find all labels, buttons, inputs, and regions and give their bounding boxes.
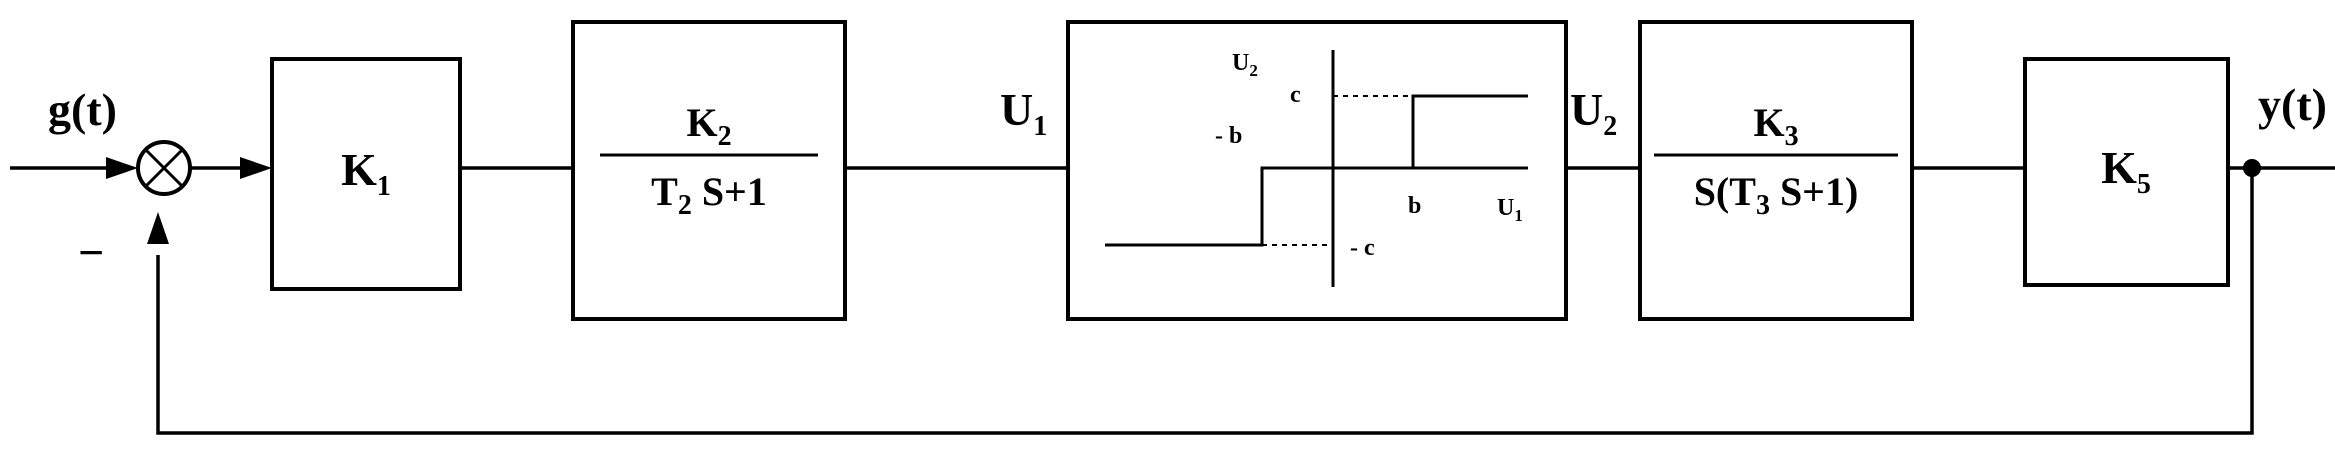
k2-denominator: T2 S+1 (651, 169, 767, 221)
k2-numerator: K2 (686, 100, 731, 152)
takeoff-point (2243, 159, 2261, 177)
nonlinearity-block: U2 c - b b - c U1 (1066, 20, 1568, 321)
neg-b-label: - b (1215, 123, 1242, 149)
k1-gain-label: K1 (341, 144, 391, 202)
summing-junction (136, 140, 192, 196)
u1-label: U1 (1000, 84, 1047, 142)
sum-to-k1-arrowhead (240, 157, 272, 179)
feedback-arrowhead (147, 212, 169, 244)
signal-lines (10, 157, 2335, 435)
input-label: g(t) (48, 84, 117, 135)
feedback-line (156, 168, 2254, 435)
k3-denominator: S(T3 S+1) (1694, 169, 1859, 221)
k3-numerator: K3 (1753, 100, 1798, 152)
input-arrowhead (106, 157, 138, 179)
c-label: c (1290, 82, 1301, 108)
output-label: y(t) (2258, 79, 2327, 130)
k3-block: K3 S(T3 S+1) (1638, 20, 1914, 321)
nonlinear-y-axis-label: U2 (1232, 50, 1258, 80)
u2-label: U2 (1570, 84, 1617, 142)
k5-gain-label: K5 (2101, 142, 2151, 200)
k1-block: K1 (270, 57, 462, 291)
b-label: b (1408, 193, 1421, 219)
relay-characteristic-curve (1105, 94, 1528, 247)
minus-sign: − (78, 227, 104, 278)
k5-block: K5 (2023, 57, 2230, 287)
nonlinear-x-axis-label: U1 (1497, 195, 1523, 225)
k2-block: K2 T2 S+1 (571, 20, 847, 321)
neg-c-label: - c (1350, 235, 1375, 261)
